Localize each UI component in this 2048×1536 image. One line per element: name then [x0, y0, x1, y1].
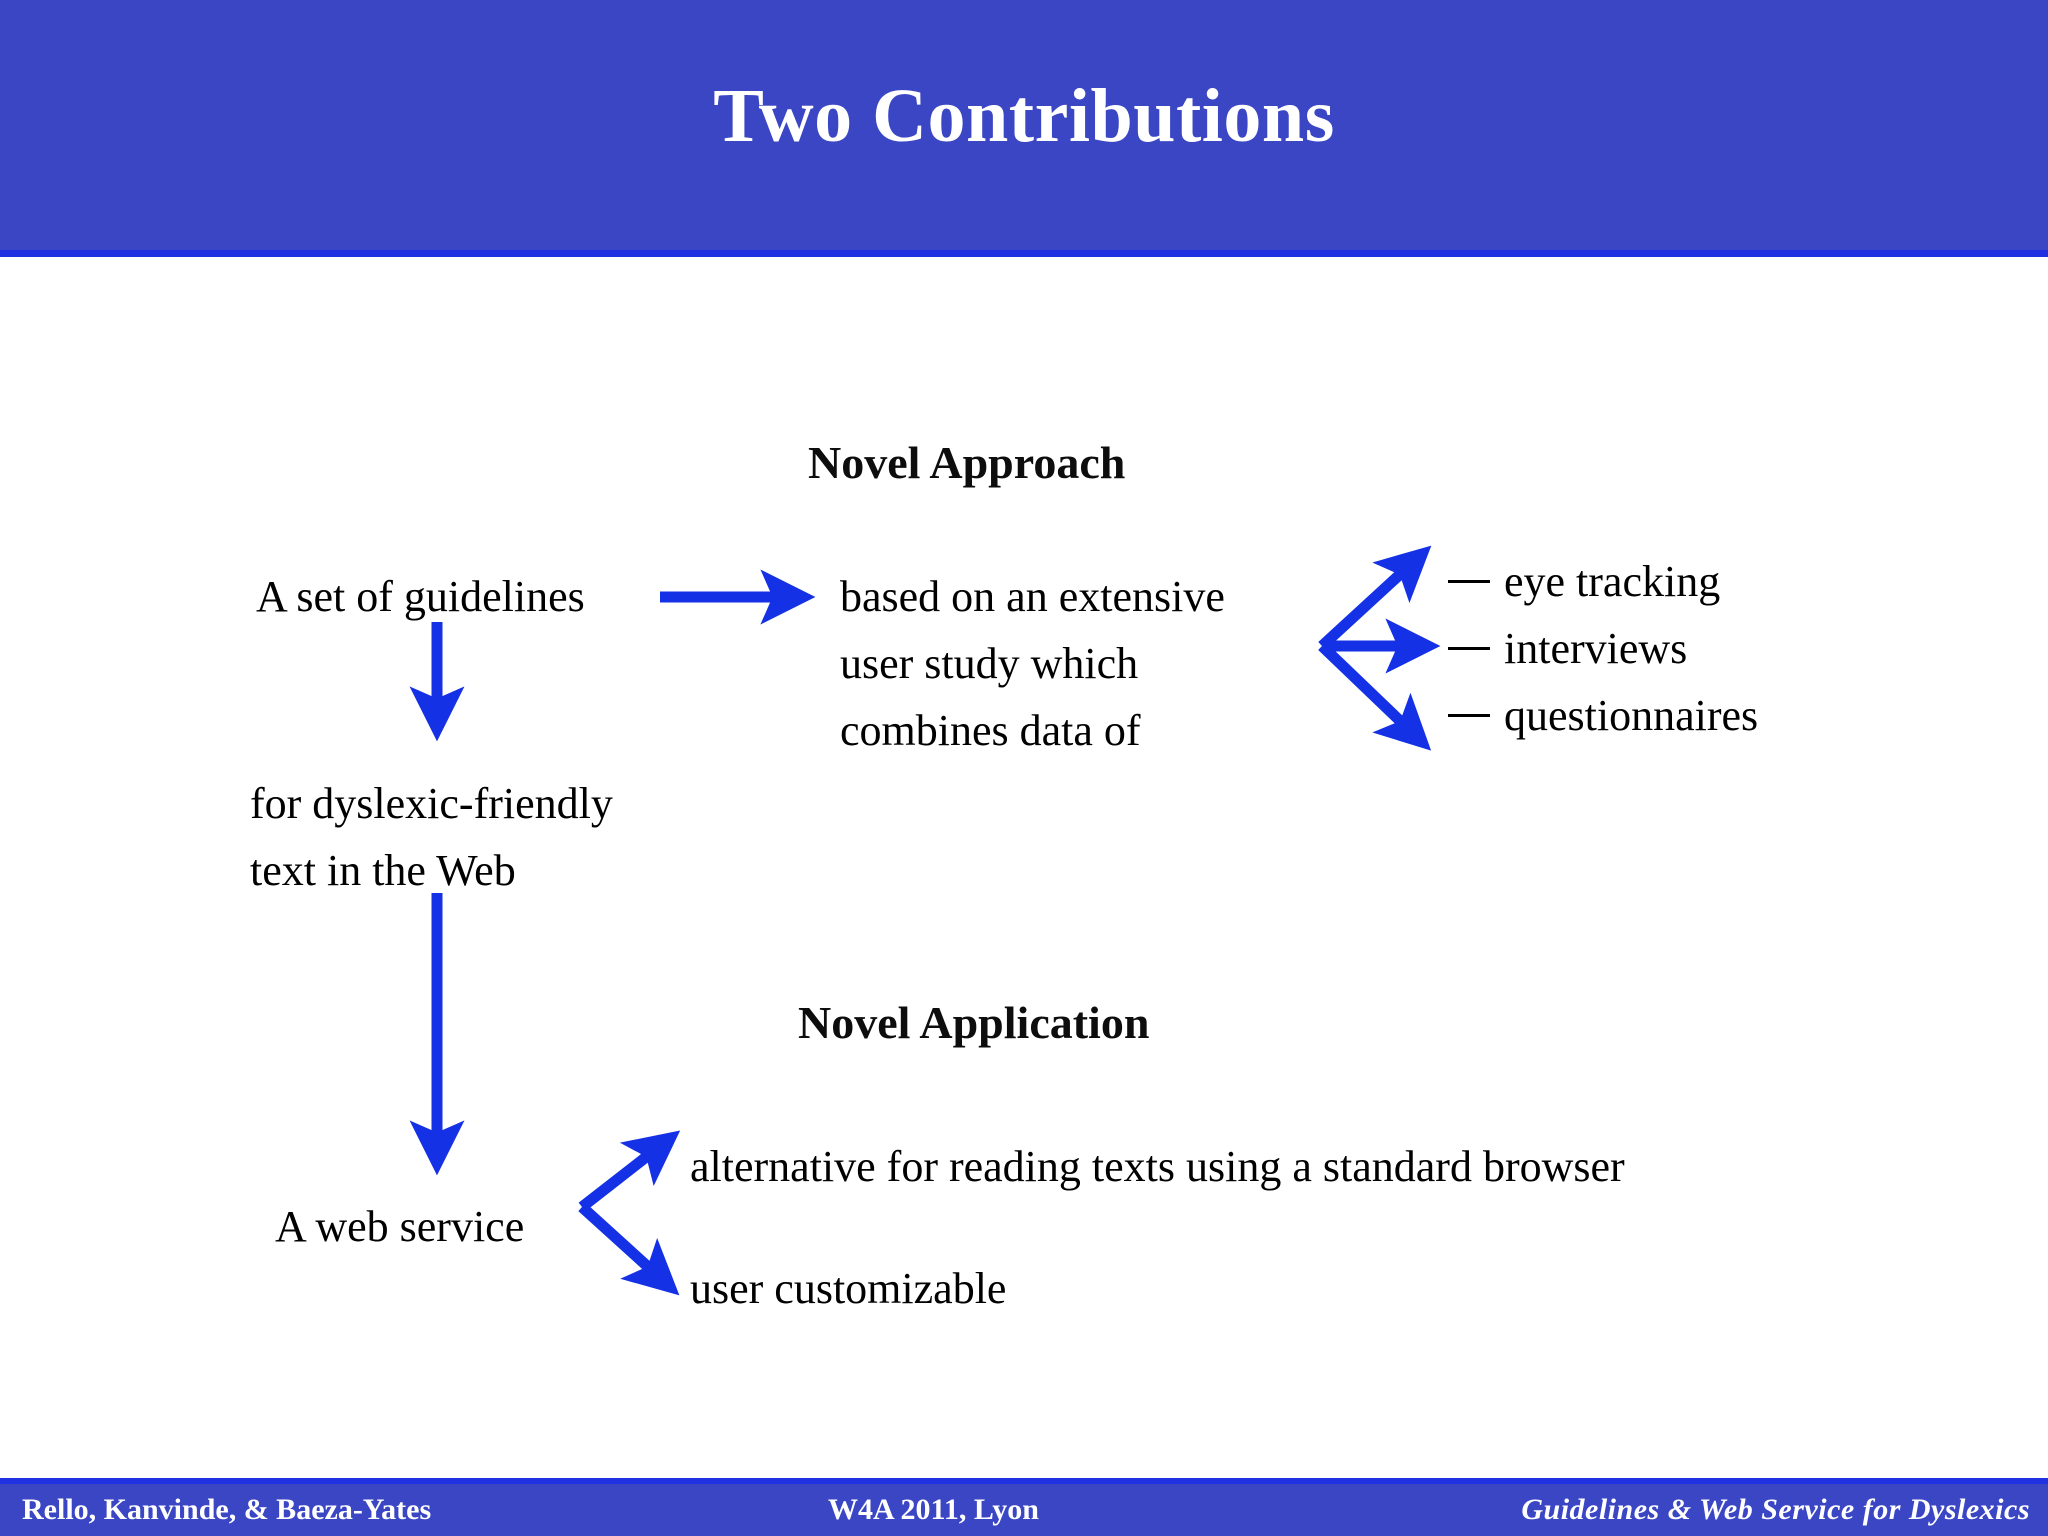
arrow-study-to-questionnaires: [1318, 642, 1432, 751]
feature-user-customizable: user customizable: [690, 1264, 1007, 1313]
footer-talk-title: Guidelines & Web Service for Dyslexics: [1521, 1493, 2030, 1526]
arrow-study-to-eye-tracking: [1318, 545, 1432, 651]
footer-authors: Rello, Kanvinde, & Baeza-Yates: [22, 1493, 432, 1526]
method-label: interviews: [1504, 624, 1688, 673]
arrow-webservice-to-alternative: [578, 1130, 681, 1212]
node-for-dyslexic-friendly-text: for dyslexic-friendly text in the Web: [250, 779, 613, 895]
node-a-set-of-guidelines: A set of guidelines: [256, 572, 585, 621]
title-bar-underline: [0, 250, 2048, 257]
title-bar: [0, 0, 2048, 250]
footer-venue: W4A 2011, Lyon: [828, 1493, 1039, 1526]
arrow-webservice-to-customizable: [578, 1202, 680, 1296]
node-a-web-service: A web service: [275, 1202, 525, 1251]
methods-list: eye tracking interviews questionnaires: [1448, 556, 1758, 757]
page-title: Two Contributions: [713, 74, 1335, 158]
node-based-on-extensive-user-study: based on an extensive user study which c…: [840, 572, 1225, 755]
feature-alternative-reading: alternative for reading texts using a st…: [690, 1142, 1625, 1191]
em-dash-icon: [1448, 714, 1504, 730]
list-item: questionnaires: [1448, 690, 1758, 757]
section-heading-novel-application: Novel Application: [798, 997, 1150, 1048]
footer-bar: Rello, Kanvinde, & Baeza-Yates W4A 2011,…: [0, 1484, 2048, 1536]
list-item: eye tracking: [1448, 556, 1758, 623]
em-dash-icon: [1448, 647, 1504, 663]
method-label: eye tracking: [1504, 557, 1721, 606]
section-heading-novel-approach: Novel Approach: [808, 437, 1126, 488]
footer-rule: [0, 1478, 2048, 1484]
method-label: questionnaires: [1504, 691, 1759, 740]
em-dash-icon: [1448, 580, 1504, 596]
list-item: interviews: [1448, 623, 1758, 690]
